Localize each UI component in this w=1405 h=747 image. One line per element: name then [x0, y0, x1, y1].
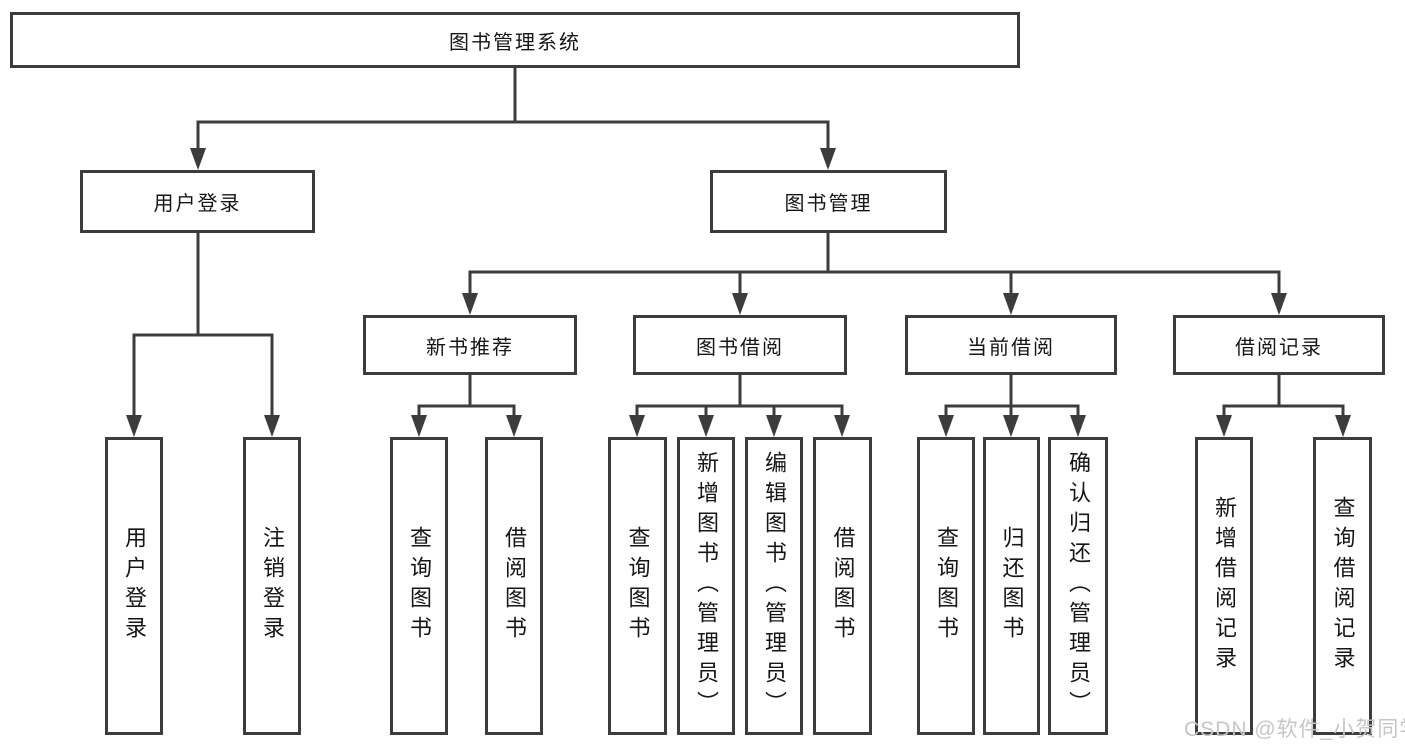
leaf-query-borrow-record: 查询借阅记录: [1313, 437, 1372, 735]
node-user-login: 用户登录: [80, 170, 315, 233]
leaf-add-book-admin-label: 新增图书（管理员）: [694, 451, 719, 721]
node-root-label: 图书管理系统: [449, 31, 581, 54]
leaf-borrow-book: 借阅图书: [813, 437, 872, 735]
node-borrow-records-label: 借阅记录: [1235, 336, 1323, 359]
leaf-confirm-return-admin-label: 确认归还（管理员）: [1066, 451, 1091, 721]
leaf-edit-book-admin: 编辑图书（管理员）: [745, 437, 803, 735]
edge-current-borrow-to-children: [938, 371, 1086, 437]
leaf-add-borrow-record: 新增借阅记录: [1195, 437, 1253, 735]
node-borrow-records: 借阅记录: [1173, 315, 1385, 375]
node-book-borrow: 图书借阅: [633, 315, 847, 375]
leaf-query-borrow-record-label: 查询借阅记录: [1330, 496, 1356, 676]
leaf-query-book-borrow: 查询图书: [608, 437, 667, 735]
leaf-return-book-label: 归还图书: [999, 526, 1025, 646]
node-book-mgmt-label: 图书管理: [784, 193, 873, 215]
edge-root-to-level2: [190, 64, 836, 170]
node-new-book-rec: 新书推荐: [363, 315, 577, 375]
edge-book-mgmt-to-level3: [462, 229, 1287, 315]
leaf-borrow-book-rec-label: 借阅图书: [502, 526, 527, 646]
node-user-login-label: 用户登录: [153, 193, 242, 215]
edge-user-login-to-children: [126, 229, 280, 437]
leaf-query-book-current-label: 查询图书: [934, 526, 959, 646]
edge-book-borrow-to-children: [629, 371, 850, 437]
node-current-borrow: 当前借阅: [905, 315, 1117, 375]
leaf-add-book-admin: 新增图书（管理员）: [677, 437, 735, 735]
leaf-query-book-rec: 查询图书: [390, 437, 448, 735]
leaf-user-login: 用户登录: [105, 437, 163, 735]
leaf-edit-book-admin-label: 编辑图书（管理员）: [762, 451, 787, 721]
leaf-add-borrow-record-label: 新增借阅记录: [1212, 496, 1237, 676]
edge-new-book-rec-to-children: [411, 371, 522, 437]
leaf-query-book-current: 查询图书: [917, 437, 975, 735]
leaf-logout-label: 注销登录: [260, 526, 285, 646]
leaf-borrow-book-label: 借阅图书: [830, 526, 856, 646]
node-book-borrow-label: 图书借阅: [696, 336, 784, 359]
leaf-borrow-book-rec: 借阅图书: [485, 437, 543, 735]
node-root: 图书管理系统: [10, 12, 1020, 68]
node-book-mgmt: 图书管理: [710, 170, 947, 233]
leaf-query-book-rec-label: 查询图书: [407, 526, 432, 646]
edge-borrow-records-to-children: [1216, 371, 1351, 437]
node-new-book-rec-label: 新书推荐: [426, 336, 514, 359]
leaf-query-book-borrow-label: 查询图书: [625, 526, 651, 646]
node-current-borrow-label: 当前借阅: [967, 336, 1055, 359]
leaf-logout: 注销登录: [243, 437, 301, 735]
leaf-return-book: 归还图书: [983, 437, 1040, 735]
leaf-user-login-label: 用户登录: [122, 526, 147, 646]
leaf-confirm-return-admin: 确认归还（管理员）: [1048, 437, 1108, 735]
watermark: CSDN @软件_小贺同学: [1184, 718, 1405, 741]
